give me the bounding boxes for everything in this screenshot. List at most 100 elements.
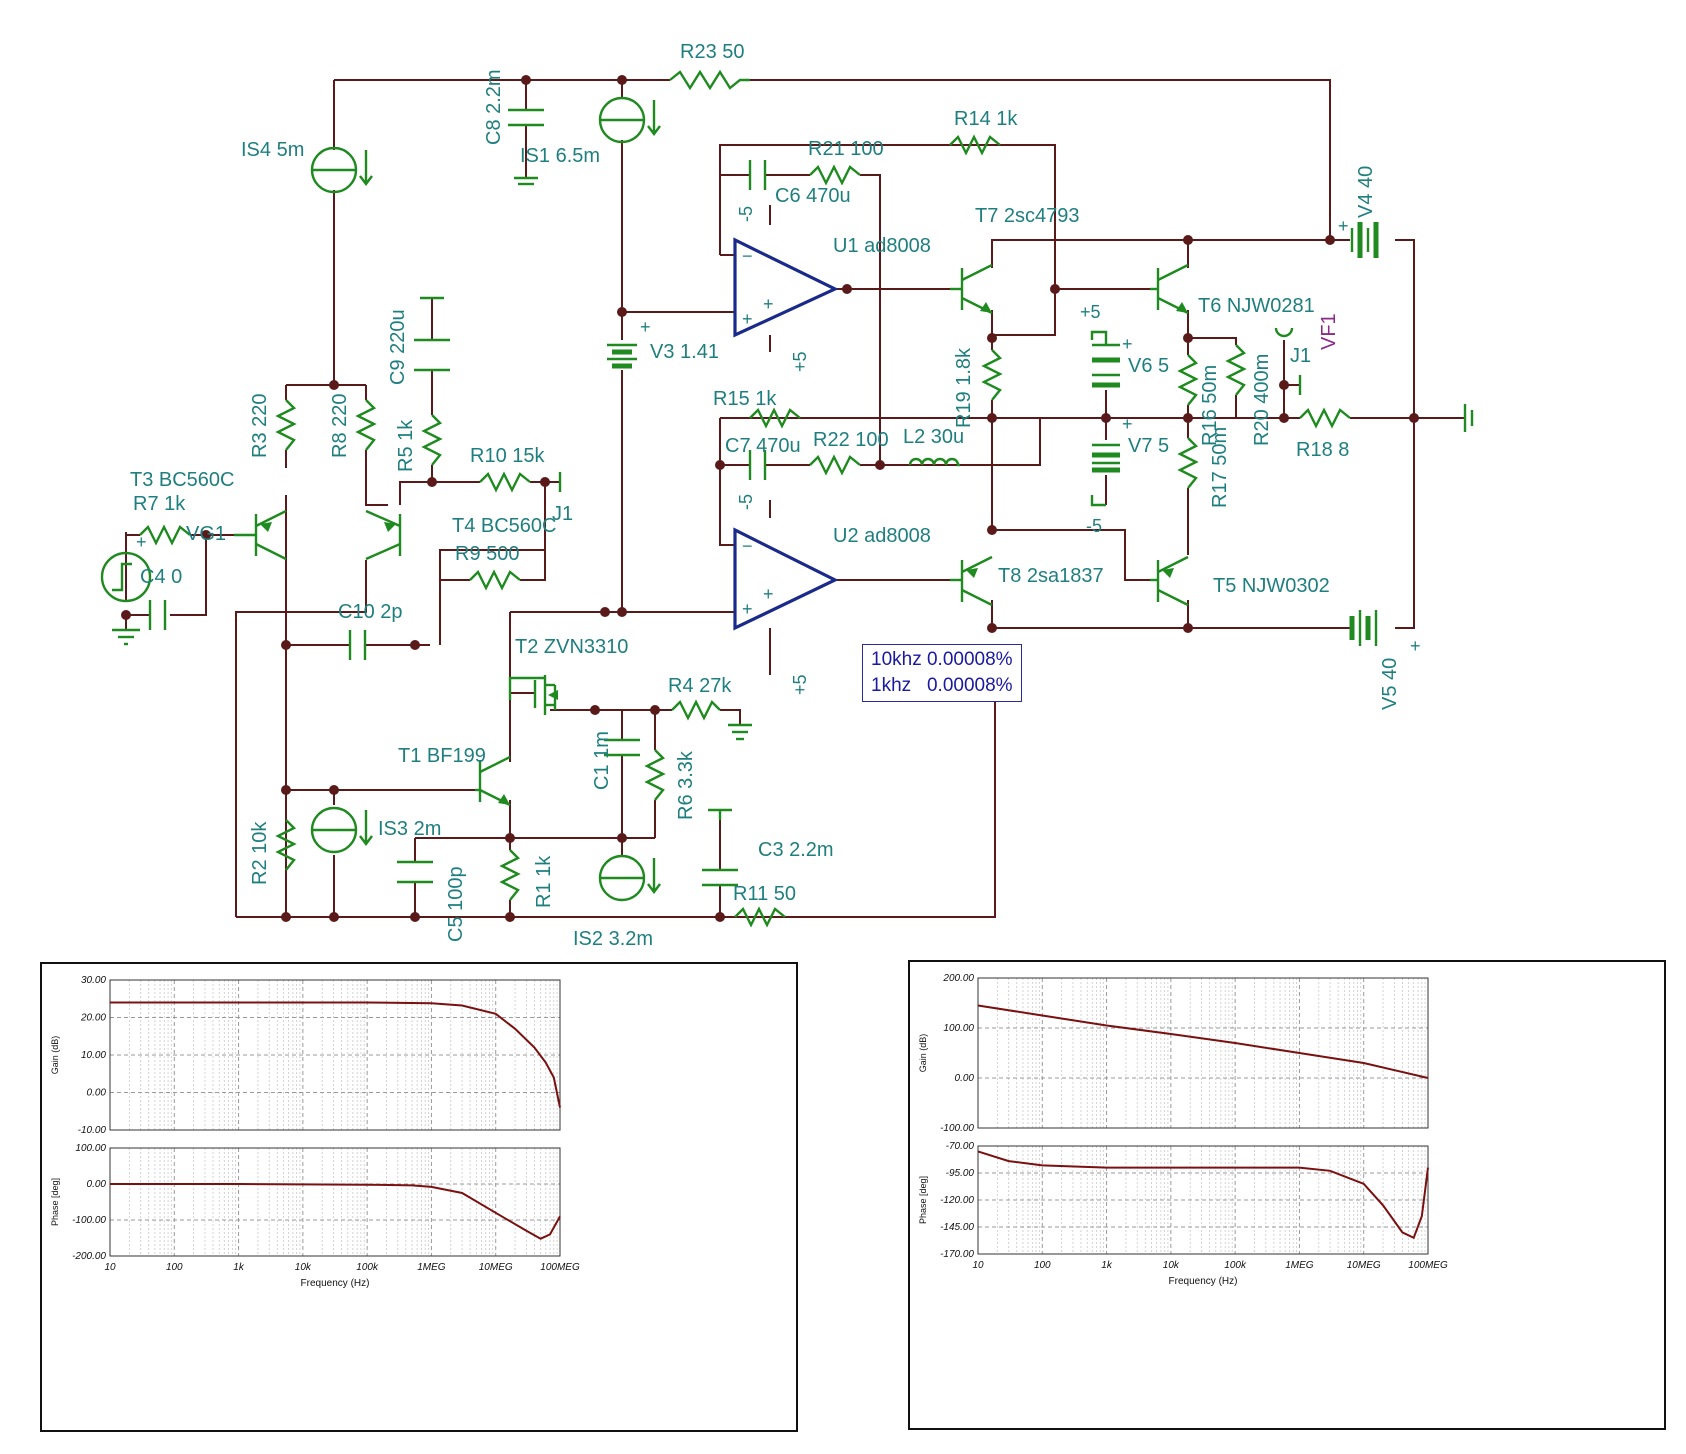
label-C8: C8 2.2m (483, 69, 505, 145)
label-R15: R15 1k (713, 388, 777, 410)
y-tick-label: -100.00 (72, 1215, 106, 1226)
label-R5: R5 1k (395, 419, 417, 472)
ground-R4 (728, 723, 752, 741)
resistor-R9 (469, 569, 521, 591)
pin-u2-pos: +5 (790, 674, 810, 695)
resistor-R16 (1177, 354, 1199, 406)
label-R14: R14 1k (954, 108, 1018, 130)
label-R4: R4 27k (668, 675, 732, 697)
svg-text:+: + (763, 294, 774, 314)
inductor-L2 (908, 457, 960, 467)
transistors (234, 263, 1189, 807)
battery-V4 (1350, 222, 1379, 258)
label-R2: R2 10k (249, 821, 271, 885)
y-tick-label: -200.00 (72, 1251, 106, 1262)
y-tick-label: -95.00 (946, 1168, 975, 1179)
current-source-IS3 (310, 806, 373, 854)
x-tick-label: 100 (1034, 1260, 1051, 1271)
capacitor-C3 (702, 808, 738, 887)
y-tick-label: 100.00 (943, 1023, 974, 1034)
thd-result-box: 10khz 0.00008% 1khz 0.00008% (862, 644, 1022, 702)
resistor-R10 (479, 471, 531, 493)
label-U2: U2 ad8008 (833, 525, 931, 547)
pin-u1-neg: -5 (736, 206, 756, 222)
label-V3: V3 1.41 (650, 341, 719, 363)
ground-output (1463, 404, 1474, 432)
resistor-R20 (1225, 344, 1247, 396)
svg-text:+: + (763, 584, 774, 604)
y-axis-label: Gain (dB) (50, 1036, 60, 1075)
thd-10khz: 10khz 0.00008% (871, 649, 1013, 670)
jack-J1 (1274, 327, 1294, 338)
resistor-R17 (1177, 437, 1199, 489)
transistor-T4 (365, 509, 402, 561)
opamp-U1 (733, 237, 839, 338)
x-tick-label: 100MEG (540, 1262, 580, 1273)
plot-frame (109, 979, 561, 1131)
svg-text:+: + (742, 599, 753, 619)
y-tick-label: 20.00 (80, 1013, 106, 1024)
x-tick-label: 100k (1224, 1260, 1247, 1271)
x-tick-label: 100MEG (1408, 1260, 1448, 1271)
y-tick-label: -100.00 (940, 1123, 974, 1134)
label-R3: R3 220 (249, 394, 271, 459)
pin-v4-plus: + (1338, 216, 1349, 236)
label-R9: R9 500 (455, 543, 520, 565)
resistor-R1 (499, 849, 521, 901)
svg-text:−: − (742, 246, 753, 266)
label-IS3: IS3 2m (378, 818, 441, 840)
capacitor-C1 (604, 738, 640, 757)
current-source-IS4 (310, 146, 373, 194)
label-T6: T6 NJW0281 (1198, 295, 1315, 317)
y-tick-label: -70.00 (946, 1141, 975, 1152)
transistor-T1 (475, 755, 511, 807)
pin-u1-pos: +5 (790, 351, 810, 372)
pin-v7-plus: + (1122, 414, 1133, 434)
label-V5: V5 40 (1379, 658, 1401, 710)
label-V6: V6 5 (1128, 355, 1169, 377)
signal-generator-VG1 (100, 551, 152, 603)
current-source-IS1 (598, 96, 661, 144)
label-R6: R6 3.3k (675, 750, 697, 820)
label-R8: R8 220 (329, 394, 351, 459)
pin-v6-plus: + (1122, 334, 1133, 354)
label-C1: C1 1m (591, 731, 613, 790)
label-R17: R17 50m (1209, 427, 1231, 508)
svg-text:+: + (742, 309, 753, 329)
wires (125, 79, 1465, 918)
transistor-T3 (234, 509, 287, 561)
capacitor-C7 (748, 450, 767, 480)
pin-v3-plus: + (640, 317, 651, 337)
current-source-IS2 (598, 854, 661, 902)
label-V7: V7 5 (1128, 435, 1169, 457)
label-C3: C3 2.2m (758, 839, 834, 861)
resistor-R6 (644, 749, 666, 801)
pin-v6-pos: +5 (1080, 302, 1101, 322)
y-tick-label: 30.00 (81, 975, 106, 986)
capacitor-C4 (148, 600, 167, 630)
x-axis-label: Frequency (Hz) (301, 1278, 370, 1289)
x-tick-label: 10MEG (479, 1262, 513, 1273)
y-tick-label: -170.00 (940, 1249, 974, 1260)
capacitor-C5 (397, 860, 433, 884)
y-tick-label: 10.00 (81, 1050, 106, 1061)
x-tick-label: 10MEG (1347, 1260, 1381, 1271)
junction-dots (121, 75, 1419, 922)
opamp-U2 (733, 527, 839, 631)
y-tick-label: 200.00 (942, 973, 974, 984)
label-R7: R7 1k (133, 493, 186, 515)
resistor-R8 (355, 399, 377, 451)
y-tick-label: 0.00 (955, 1073, 975, 1084)
voltage-sources (100, 222, 1379, 646)
label-L2: L2 30u (903, 426, 964, 448)
label-T3: T3 BC560C (130, 469, 235, 491)
label-R23: R23 50 (680, 41, 745, 63)
grounds (112, 176, 1474, 741)
label-VF1: VF1 (1318, 313, 1340, 350)
label-T8: T8 2sa1837 (998, 565, 1104, 587)
